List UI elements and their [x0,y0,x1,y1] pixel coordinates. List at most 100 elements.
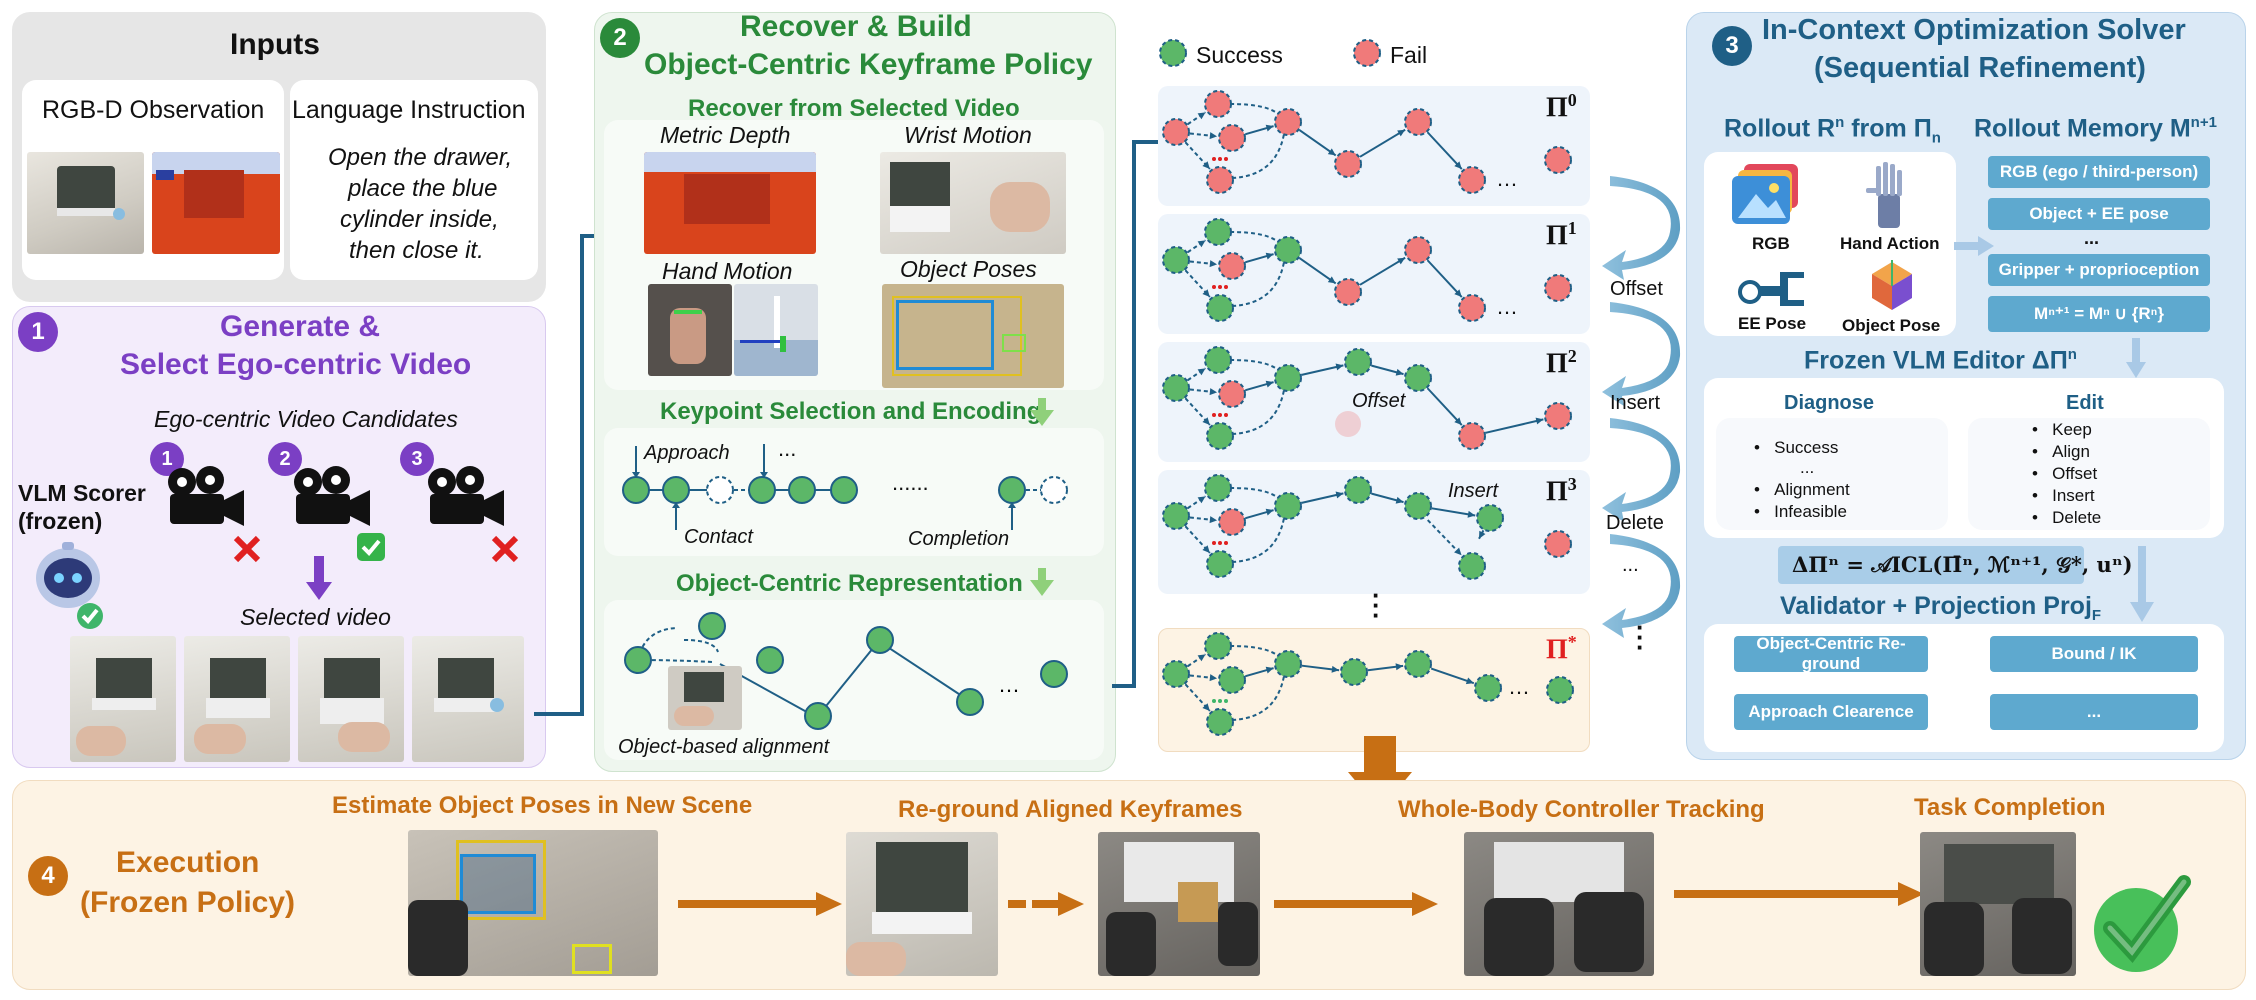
lang-line-2: place the blue [348,175,498,202]
ocr-label: Object-Centric Representation [676,570,1023,597]
policy-0-label: Π0 [1546,90,1577,124]
p3-e4-head [1479,530,1486,539]
completion-label: Completion [908,528,1010,550]
p0-e3 [1426,131,1463,170]
camera-icon-3 [428,466,504,526]
pol-node-c [1218,380,1246,408]
ps-e1-head [1331,665,1340,673]
policy-star-label: Π* [1546,632,1577,666]
accept-icon-2 [357,533,385,561]
diagnose-item-infeasible: • Infeasible [1754,502,1847,521]
refine-arrows [1602,176,1681,638]
green-down-arrow-2 [1030,568,1054,596]
exec-arrow-dashed [1008,892,1084,916]
formula-box [1778,546,2084,584]
rgb-photo [27,152,144,254]
edit-item-keep: • Keep [2032,420,2092,439]
pol-edge-main-head [1265,666,1274,674]
p2-e1-head [1335,363,1344,371]
pol-edge-ac-head [1209,388,1218,396]
legend-success-label: Success [1196,42,1283,68]
vlm-editor-label: Frozen VLM Editor ΔΠn [1804,346,2077,375]
ps-n3 [1474,674,1502,702]
policy-2-label: Π2 [1546,346,1577,380]
p0-e1-head [1327,148,1336,156]
ps-n1 [1340,658,1368,686]
pol-edge-ac-head [1209,516,1218,524]
p3-n1 [1344,476,1372,504]
p1-n1 [1334,278,1362,306]
pol-curve-bottom [1231,261,1285,307]
step-reground-label: Re-ground Aligned Keyframes [898,796,1243,823]
video-frame-2 [184,636,290,762]
validator-bound-ik: Bound / IK [1990,636,2198,672]
p3-n5 [1544,530,1572,558]
pol-node-m0 [1274,650,1302,678]
pol-node-c [1218,252,1246,280]
lang-line-1: Open the drawer, [328,144,513,171]
pol-ell-2 [1224,285,1228,289]
p1-e3-head [1454,289,1462,298]
pol-edge-ab-head [1197,112,1206,120]
p3-e2-head [1395,496,1404,504]
op-insert-label: Insert [1610,392,1661,414]
p2-e4-head [1535,417,1544,425]
pol-node-m0 [1274,236,1302,264]
hand-motion-photo [648,284,732,376]
p0-e2 [1359,128,1406,158]
pol-edge-main-head [1265,508,1274,516]
exec-arrow-2 [1274,892,1438,916]
p2-e3 [1426,387,1463,426]
stage1-title-1: Generate & [220,310,381,343]
pol-node-d [1206,166,1234,194]
p1-e1-head [1327,276,1336,284]
pol-ell-0 [1212,541,1216,545]
selected-video-label: Selected video [240,604,391,630]
reject-icon-1 [233,535,261,563]
p3-e3 [1431,507,1476,517]
memory-item-rgb: RGB (ego / third-person) [1988,156,2210,188]
rollout-label: Rollout Rn from Πn [1724,114,1941,147]
validator-more: ... [1990,694,2198,730]
stage3-title-2: (Sequential Refinement) [1814,52,2146,84]
robot-icon [36,542,103,629]
pol-node-a [1162,118,1190,146]
pol-ell-2 [1224,541,1228,545]
icon-label-hand-action: Hand Action [1840,234,1940,253]
memory-item-update: Mⁿ⁺¹ = Mⁿ ∪ {Rⁿ} [1988,296,2210,332]
stage1-number: 1 [18,312,58,352]
pol-edge-ac-head [1209,260,1218,268]
p2-e2-head [1395,368,1404,376]
approach-label: Approach [644,442,730,464]
icon-label-object-pose: Object Pose [1842,316,1941,335]
pol-curve-bottom [1231,675,1285,721]
p0-n1 [1334,150,1362,178]
pol-node-c [1218,666,1246,694]
inputs-title: Inputs [230,28,320,61]
validator-approach: Approach Clearence [1734,694,1928,730]
p2-e3-head [1454,417,1462,426]
pol-edge-ab-head [1197,368,1206,376]
pol-node-m0 [1274,364,1302,392]
pol-node-m0 [1274,492,1302,520]
pol-node-d [1206,708,1234,736]
p1-n3 [1458,294,1486,322]
down-arrow-icon [306,556,332,600]
exec-arrow-1 [678,892,842,916]
pol-node-b [1204,474,1232,502]
pol-node-a [1162,246,1190,274]
object-pose-icon [1872,260,1912,310]
pol-node-c [1218,124,1246,152]
edit-item-align: • Align [2032,442,2090,461]
pol-node-b [1204,346,1232,374]
pol-node-c [1218,508,1246,536]
insert-annotation: Insert [1448,480,1499,502]
p1-n4 [1544,274,1572,302]
keypoint-ellipsis-short: ... [778,436,797,461]
pol-ell-1 [1218,699,1222,703]
keypoint-ellipsis-long: ...... [892,470,929,495]
p2-n2 [1404,364,1432,392]
candidate-3-number: 3 [400,442,434,476]
pol-ell-2 [1224,157,1228,161]
